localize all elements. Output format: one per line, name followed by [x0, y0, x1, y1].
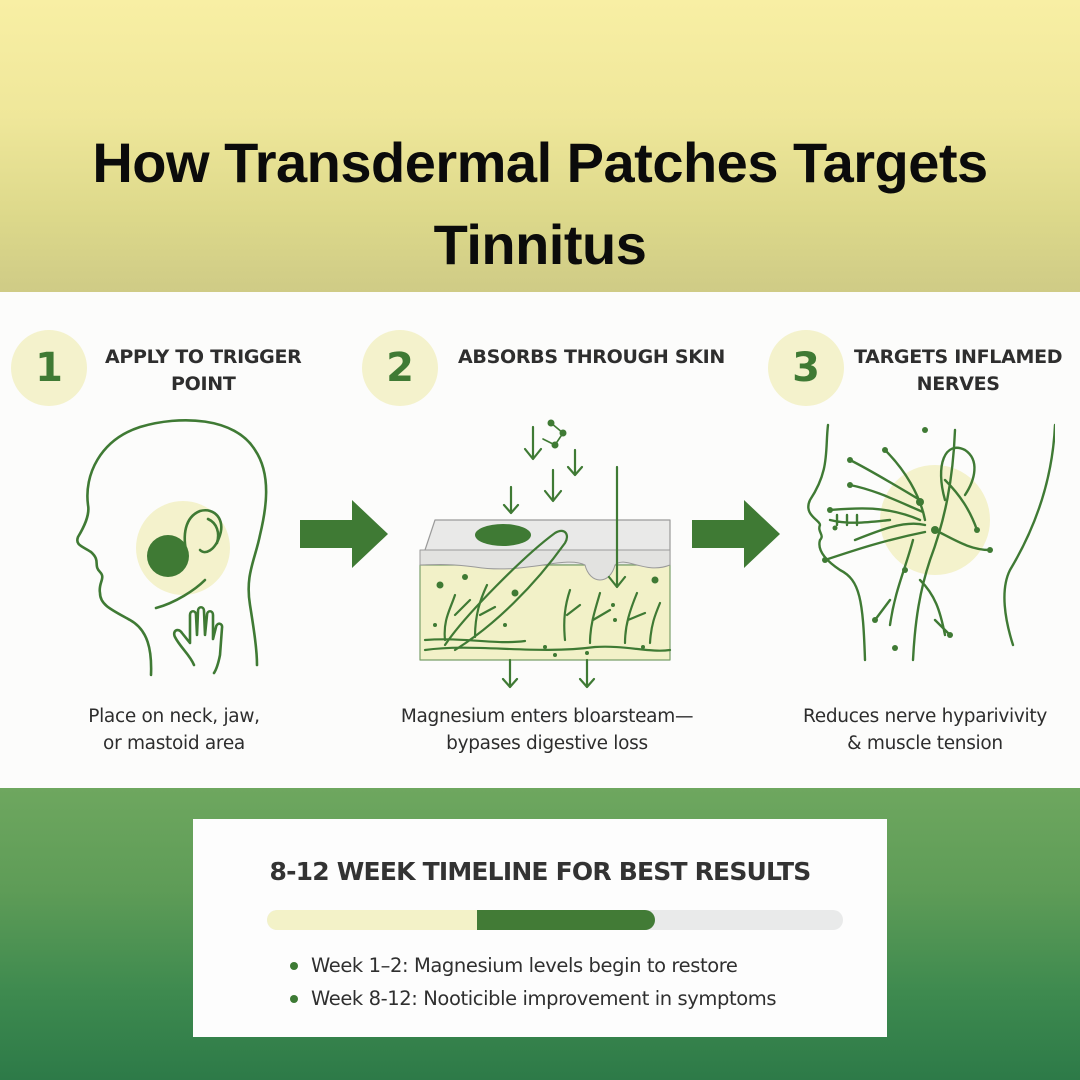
- title-line-2: Tinnitus: [433, 213, 647, 276]
- step-1-title-line-2: POINT: [170, 373, 236, 395]
- page-title: How Transdermal Patches Targets Tinnitus: [0, 122, 1080, 286]
- timeline-progress-bar: [267, 910, 843, 930]
- step-3-title-line-1: TARGETS INFLAMED: [854, 346, 1063, 368]
- right-arrow-icon: [692, 500, 780, 568]
- step-2-desc-line-2: bypases digestive loss: [446, 733, 648, 754]
- step-2-title: ABSORBS THROUGH SKIN: [458, 344, 725, 371]
- step-3-description: Reduces nerve hyparivivity & muscle tens…: [780, 703, 1070, 757]
- step-2-number-badge: 2: [362, 330, 438, 406]
- step-1-description: Place on neck, jaw, or mastoid area: [24, 703, 324, 757]
- step-1-number-badge: 1: [11, 330, 87, 406]
- step-1-header: 1 APPLY TO TRIGGER POINT: [11, 330, 302, 406]
- step-3-desc-line-2: & muscle tension: [847, 733, 1003, 754]
- step-1-desc-line-1: Place on neck, jaw,: [88, 706, 260, 727]
- skin-cross-section-icon: [419, 419, 672, 689]
- title-line-1: How Transdermal Patches Targets: [92, 131, 988, 194]
- bullet-dot-icon: [290, 994, 298, 1003]
- step-3-desc-line-1: Reduces nerve hyparivivity: [803, 706, 1047, 727]
- timeline-card: 8-12 WEEK TIMELINE FOR BEST RESULTS Week…: [193, 819, 887, 1037]
- timeline-bullet: Week 8-12: Nooticible improvement in sym…: [290, 982, 777, 1015]
- step-3-header: 3 TARGETS INFLAMED NERVES: [768, 330, 1063, 406]
- header-banner: How Transdermal Patches Targets Tinnitus: [0, 0, 1080, 292]
- bullet-dot-icon: [290, 961, 298, 970]
- step-1-title-line-1: APPLY TO TRIGGER: [105, 346, 302, 368]
- progress-segment-early: [267, 910, 477, 930]
- timeline-bullet-text: Week 1–2: Magnesium levels begin to rest…: [311, 954, 738, 977]
- head-nerves-icon: [807, 423, 1055, 662]
- head-profile-with-patch-icon: [76, 418, 268, 677]
- step-2-title-line-1: ABSORBS THROUGH SKIN: [458, 346, 725, 368]
- step-3-title-line-2: NERVES: [916, 373, 1000, 395]
- right-arrow-icon: [300, 500, 388, 568]
- step-3-title: TARGETS INFLAMED NERVES: [854, 344, 1063, 398]
- step-3-number-badge: 3: [768, 330, 844, 406]
- timeline-title: 8-12 WEEK TIMELINE FOR BEST RESULTS: [269, 857, 812, 886]
- timeline-bullet-text: Week 8-12: Nooticible improvement in sym…: [311, 987, 777, 1010]
- step-1-desc-line-2: or mastoid area: [103, 733, 245, 754]
- timeline-bullet: Week 1–2: Magnesium levels begin to rest…: [290, 949, 776, 982]
- step-2-header: 2 ABSORBS THROUGH SKIN: [362, 330, 725, 406]
- step-2-description: Magnesium enters bloarsteam— bypases dig…: [382, 703, 712, 757]
- step-2-desc-line-1: Magnesium enters bloarsteam—: [400, 706, 694, 727]
- step-1-title: APPLY TO TRIGGER POINT: [105, 344, 302, 398]
- timeline-bullet-list: Week 1–2: Magnesium levels begin to rest…: [290, 949, 777, 1015]
- progress-segment-active: [477, 910, 655, 930]
